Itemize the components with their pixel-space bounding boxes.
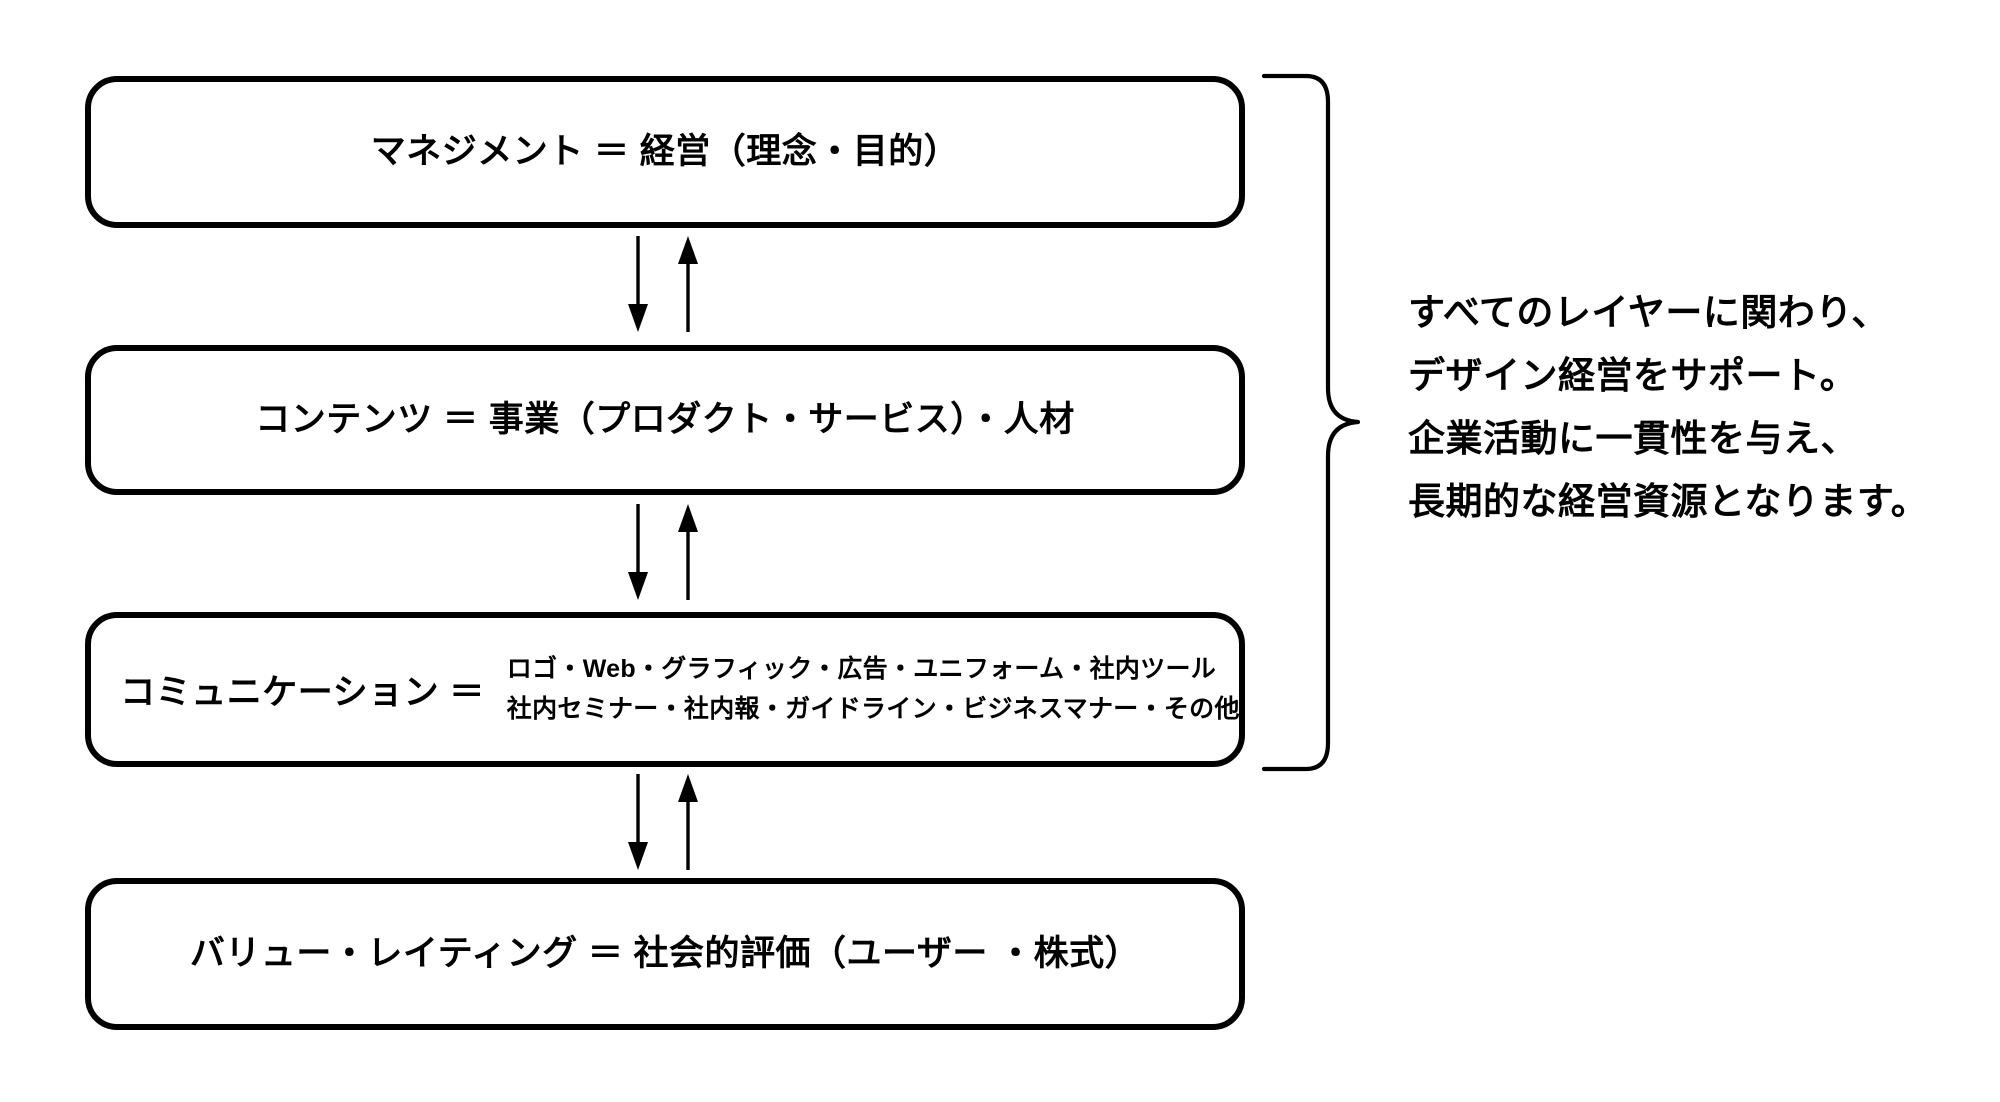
communication-content: コミュニケーション ＝ ロゴ・Web・グラフィック・広告・ユニフォーム・社内ツー… [91,654,1239,725]
communication-item-line-1: ロゴ・Web・グラフィック・広告・ユニフォーム・社内ツール [506,655,1217,684]
arrow-down-icon [628,504,648,600]
arrow-up-icon [678,504,698,600]
scope-brace-icon [1258,70,1368,775]
scope-note-line-3: 企業活動に一貫性を与え、 [1408,418,1858,459]
connector-contents-communication [612,500,732,604]
layer-label-contents: コンテンツ ＝ 事業（プロダクト・サービス）・人材 [255,400,1075,439]
layer-label-management: マネジメント ＝ 経営（理念・目的） [370,132,960,171]
arrow-up-icon [678,236,698,332]
layer-label-value-rating: バリュー・レイティング ＝ 社会的評価（ユーザー ・株式） [189,934,1141,973]
arrow-down-icon [628,236,648,332]
arrow-down-icon [628,774,648,870]
connector-management-contents [612,232,732,336]
connector-communication-value [612,770,732,874]
communication-item-list: ロゴ・Web・グラフィック・広告・ユニフォーム・社内ツール 社内セミナー・社内報… [507,654,1240,725]
scope-note-line-1: すべてのレイヤーに関わり、 [1408,292,1889,333]
scope-note-line-2: デザイン経営をサポート。 [1408,355,1858,396]
communication-item-line-2: 社内セミナー・社内報・ガイドライン・ビジネスマナー・その他 [506,694,1240,723]
layer-box-communication[interactable]: コミュニケーション ＝ ロゴ・Web・グラフィック・広告・ユニフォーム・社内ツー… [85,612,1245,767]
scope-note-line-4: 長期的な経営資源となります。 [1408,481,1929,522]
layer-box-management[interactable]: マネジメント ＝ 経営（理念・目的） [85,76,1245,228]
scope-note: すべてのレイヤーに関わり、 デザイン経営をサポート。 企業活動に一貫性を与え、 … [1408,281,1968,533]
layer-label-communication: コミュニケーション ＝ [120,673,485,712]
layer-box-value-rating[interactable]: バリュー・レイティング ＝ 社会的評価（ユーザー ・株式） [85,878,1245,1030]
arrow-up-icon [678,774,698,870]
layer-box-contents[interactable]: コンテンツ ＝ 事業（プロダクト・サービス）・人材 [85,345,1245,495]
